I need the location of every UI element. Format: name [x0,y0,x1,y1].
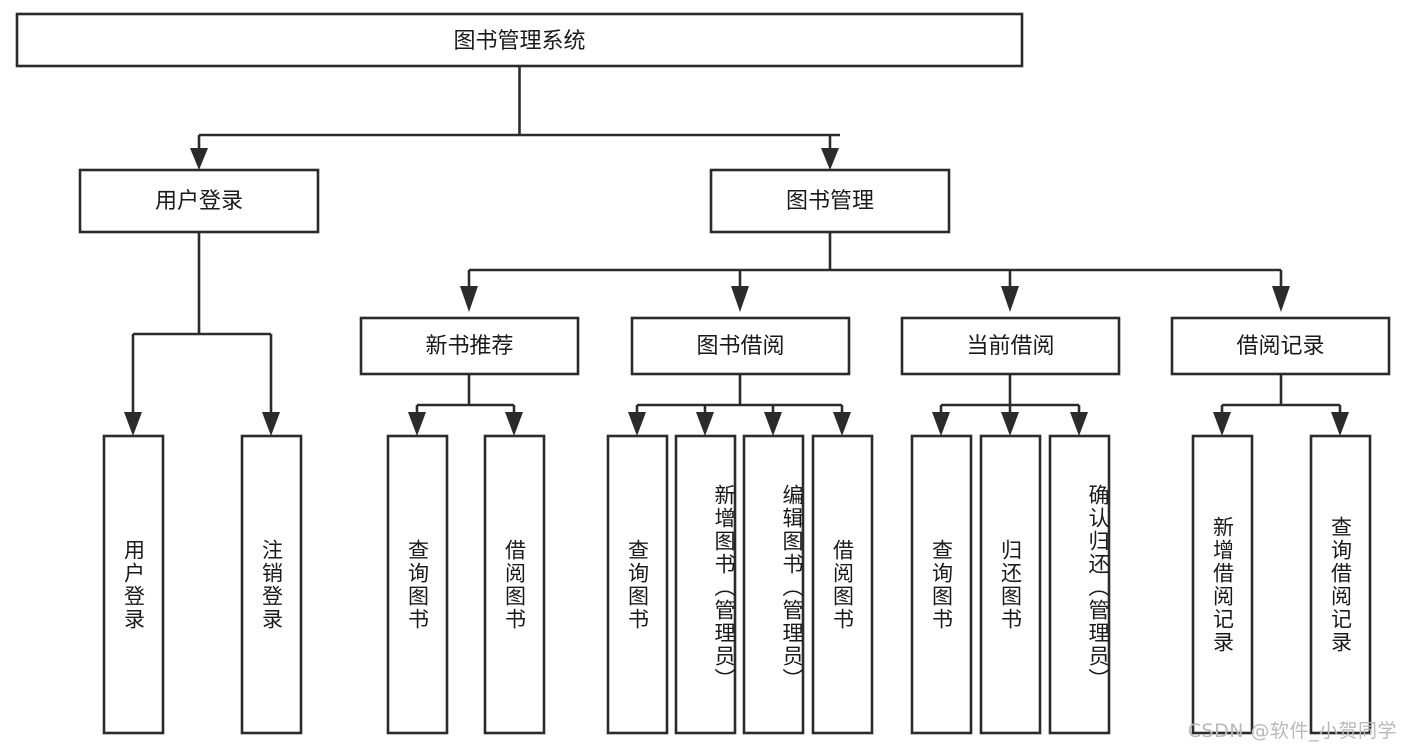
arrow-head-leaf-logout [262,412,280,436]
node-label-borrow-records: 借阅记录 [1236,334,1324,359]
node-box-book-borrow[interactable] [630,316,851,376]
node-label-current-borrow: 当前借阅 [966,334,1054,359]
arrow-head-book-mgmt [821,148,839,170]
arrow-head-current-borrow [1001,286,1019,312]
node-box-leaf-query-book-1[interactable] [386,434,449,735]
node-label-book-borrow: 图书借阅 [696,334,784,359]
arrow-head-leaf-query-book-2 [628,412,646,436]
arrow-head-leaf-query-book-1 [408,412,426,436]
arrow-head-user-login [190,148,208,170]
node-box-root[interactable] [15,12,1024,68]
node-label-new-book-recommend: 新书推荐 [425,334,513,359]
node-box-leaf-user-login[interactable] [102,434,165,735]
arrow-head-leaf-return-book [1001,412,1019,436]
arrow-head-leaf-borrow-book-2 [833,412,851,436]
node-label-user-login: 用户登录 [155,189,243,214]
node-box-leaf-confirm-return[interactable] [1048,434,1111,735]
arrow-head-leaf-borrow-book-1 [505,412,523,436]
node-label-book-management: 图书管理 [786,189,874,214]
connector-layer [124,66,1349,436]
node-box-current-borrow[interactable] [900,316,1121,376]
node-box-leaf-query-book-2[interactable] [606,434,669,735]
node-box-book-management[interactable] [709,168,951,234]
node-box-leaf-logout[interactable] [240,434,303,735]
arrow-head-leaf-edit-book [764,412,782,436]
node-box-leaf-edit-book[interactable] [742,434,805,735]
node-box-leaf-return-book[interactable] [979,434,1042,735]
node-label-root: 图书管理系统 [453,29,585,54]
arrow-head-leaf-add-record [1213,412,1231,436]
arrow-head-new-book-recommend [460,286,478,312]
node-box-leaf-borrow-book-2[interactable] [811,434,874,735]
arrow-head-book-borrow [731,286,749,312]
node-box-borrow-records[interactable] [1170,316,1391,376]
arrow-head-leaf-query-book-3 [932,412,950,436]
node-box-leaf-borrow-book-1[interactable] [483,434,546,735]
node-box-user-login[interactable] [78,168,320,234]
node-box-leaf-query-book-3[interactable] [910,434,973,735]
node-box-leaf-add-record[interactable] [1191,434,1254,735]
node-box-new-book-recommend[interactable] [359,316,580,376]
arrow-head-borrow-records [1272,286,1290,312]
node-box-leaf-query-record[interactable] [1309,434,1372,735]
node-layer: 图书管理系统 用户登录 图书管理 新书推荐 图书借阅 当前借阅 借阅记录 [15,12,1391,735]
arrow-head-leaf-confirm-return [1070,412,1088,436]
csdn-watermark: CSDN @软件_小贺同学 [1187,720,1397,742]
arrow-head-leaf-query-record [1331,412,1349,436]
arrow-head-leaf-user-login [124,412,142,436]
node-box-leaf-add-book[interactable] [674,434,737,735]
arrow-head-leaf-add-book [696,412,714,436]
